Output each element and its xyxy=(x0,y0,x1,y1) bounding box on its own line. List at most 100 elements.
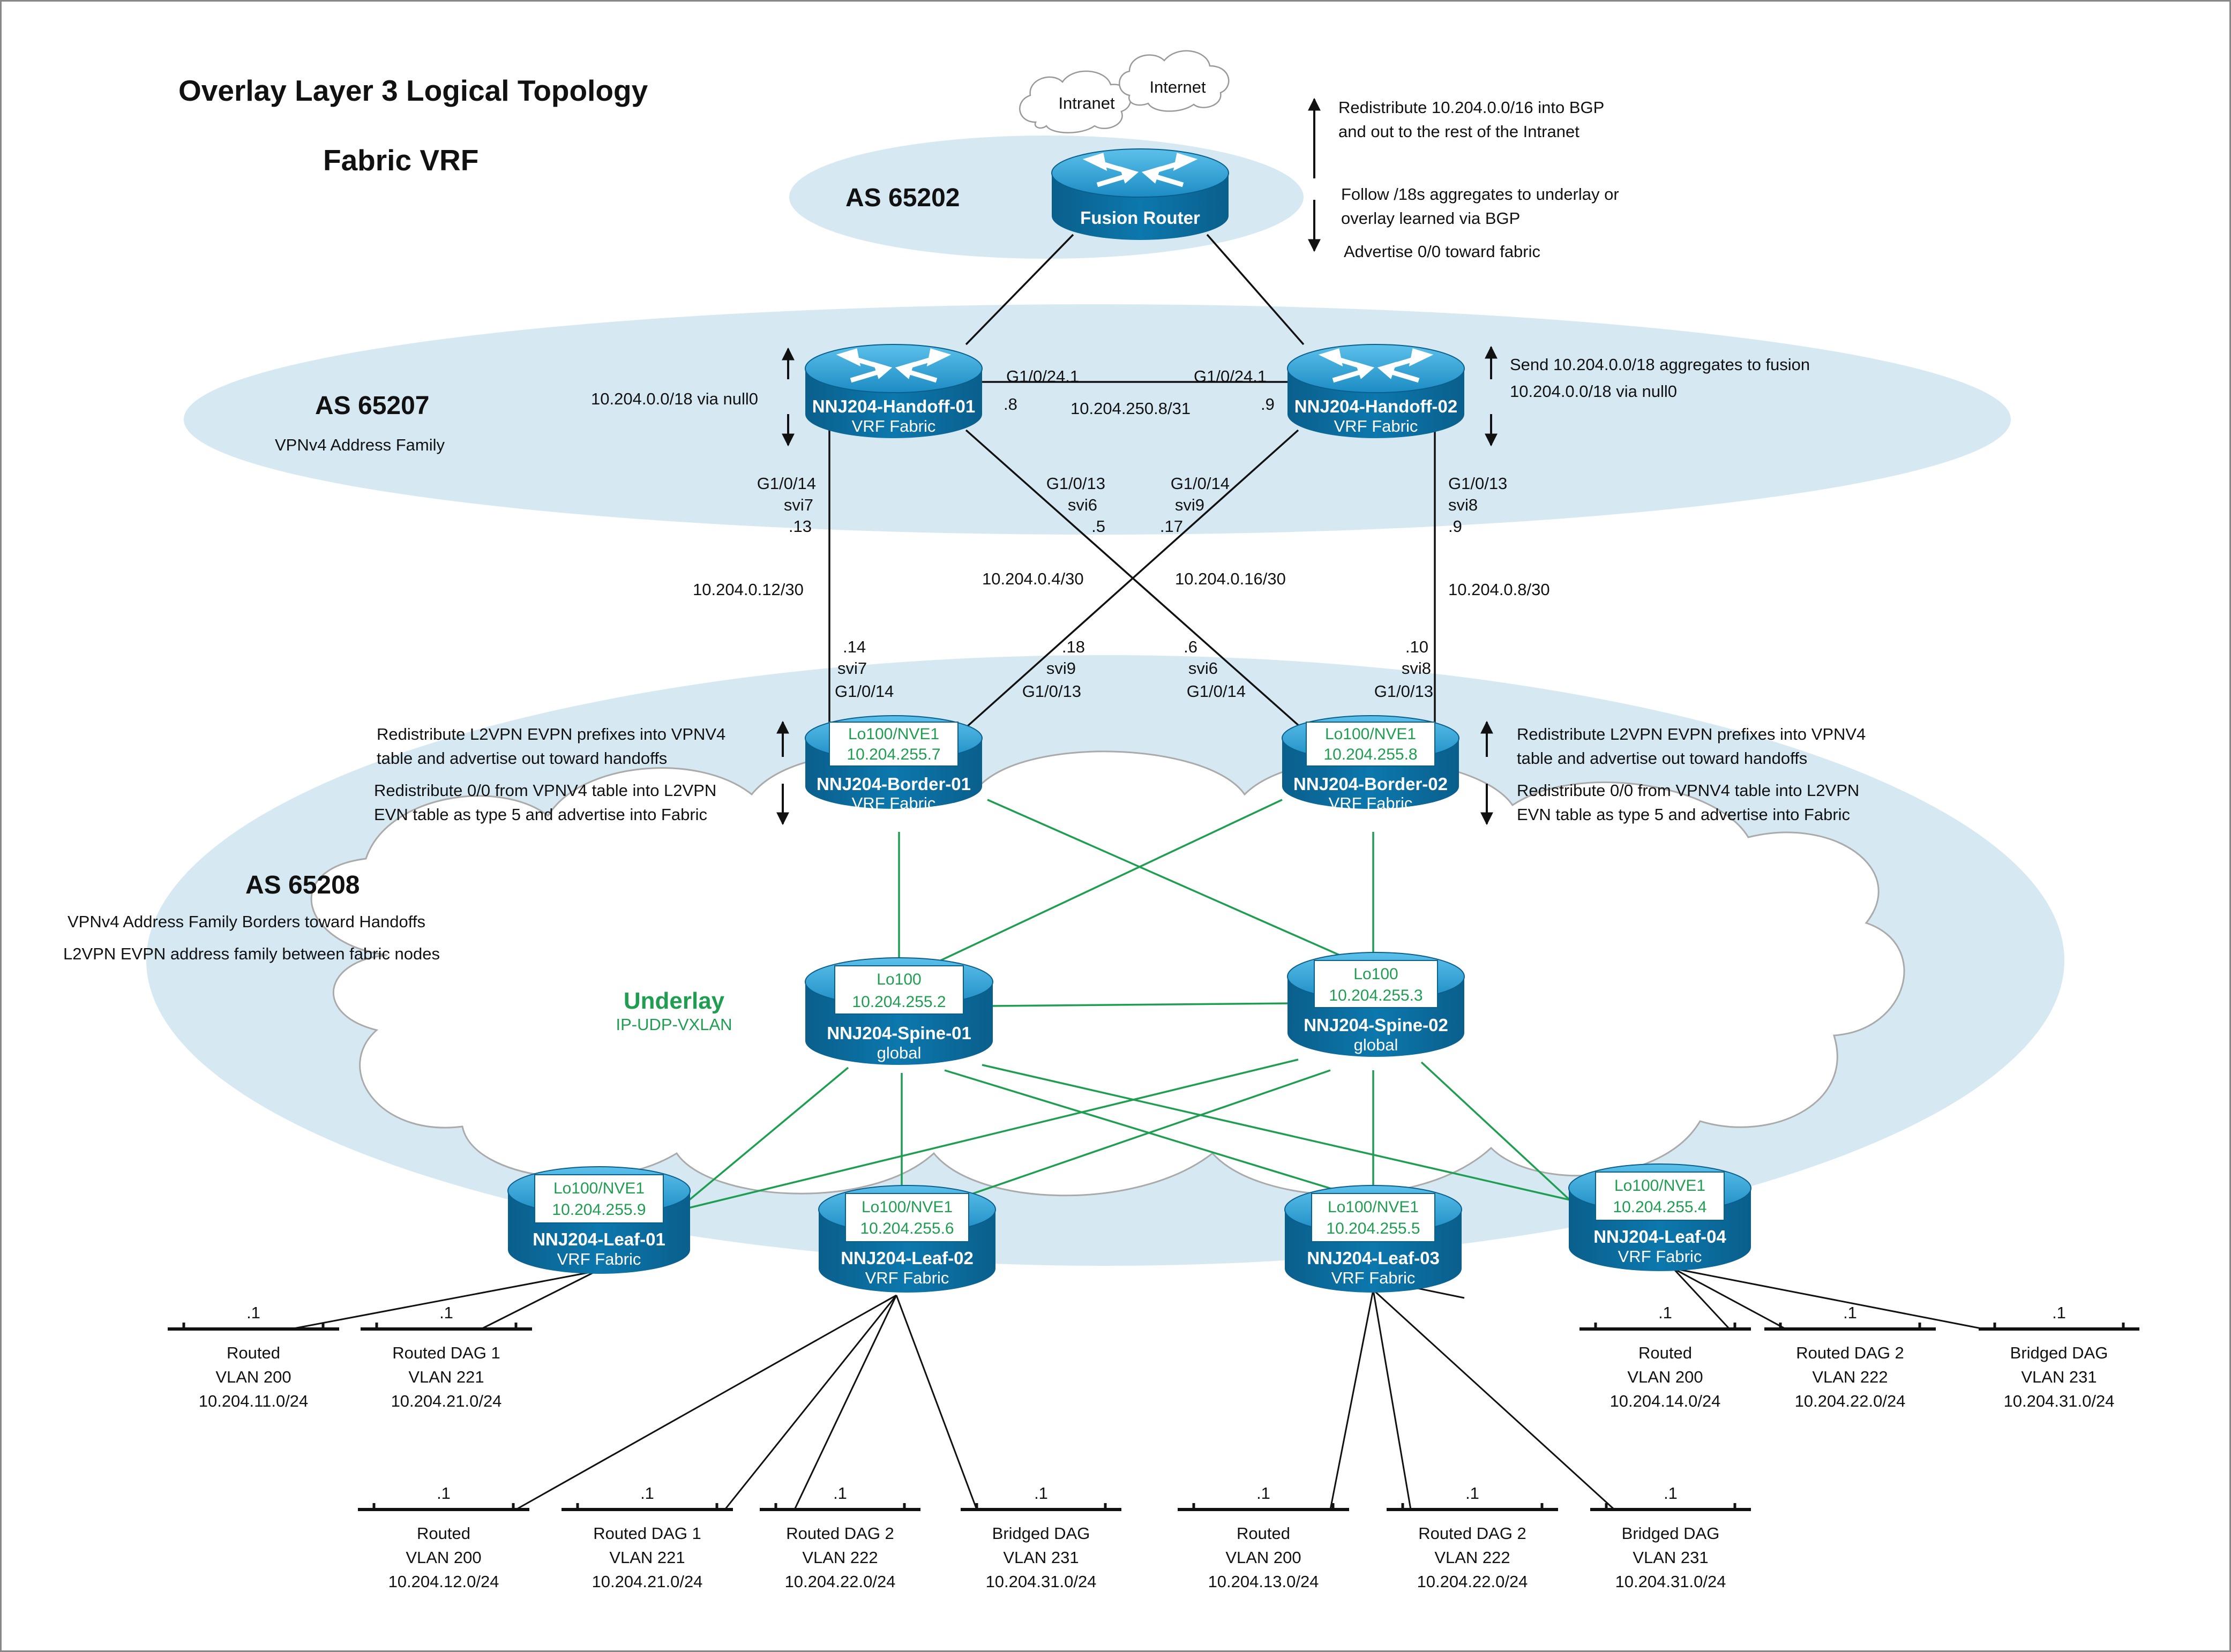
spine-01[interactable]: Lo100 10.204.255.2 NNJ204-Spine-01 globa… xyxy=(805,957,993,1065)
subnet-gateway-ip: .1 xyxy=(1843,1303,1857,1322)
subnet-vlan: VLAN 231 xyxy=(1633,1548,1708,1567)
subnet-type: Routed xyxy=(1638,1343,1692,1362)
b2-h1-bot-labels: .6 svi6 G1/0/14 xyxy=(1184,637,1246,701)
b1-h1-ip: .14 xyxy=(843,637,866,656)
spine-02[interactable]: Lo100 10.204.255.3 NNJ204-Spine-02 globa… xyxy=(1287,952,1465,1057)
subnet-gateway-ip: .1 xyxy=(640,1484,654,1503)
h2-b1-svi: svi9 xyxy=(1175,495,1204,514)
h2-b2-port: G1/0/13 xyxy=(1448,474,1507,493)
net-h1-b1: 10.204.0.12/30 xyxy=(693,580,804,599)
border2-note-4: EVN table as type 5 and advertise into F… xyxy=(1517,805,1850,824)
leaf-01[interactable]: Lo100/NVE1 10.204.255.9 NNJ204-Leaf-01 V… xyxy=(507,1166,691,1274)
subnet-type: Routed DAG 2 xyxy=(1796,1343,1904,1362)
leaf-03-loopback-box xyxy=(1311,1193,1435,1242)
h2-link-port: G1/0/24.1 xyxy=(1194,367,1267,386)
border-02-lo-name: Lo100/NVE1 xyxy=(1325,725,1416,743)
subnet-vlan: VLAN 200 xyxy=(1627,1368,1703,1386)
subnet-type: Routed DAG 2 xyxy=(1418,1524,1526,1543)
fusion-note-down-1: Follow /18s aggregates to underlay or xyxy=(1341,185,1619,204)
leaf-03[interactable]: Lo100/NVE1 10.204.255.5 NNJ204-Leaf-03 V… xyxy=(1284,1185,1462,1293)
as65207-desc: VPNv4 Address Family xyxy=(275,435,445,454)
h1-b2-top-labels: G1/0/13 svi6 .5 xyxy=(1046,474,1105,536)
leaf-02-lo-ip: 10.204.255.6 xyxy=(860,1220,954,1237)
border-01-lo-name: Lo100/NVE1 xyxy=(848,725,939,743)
h2-b2-top-labels: G1/0/13 svi8 .9 xyxy=(1448,474,1507,536)
subnet-prefix: 10.204.22.0/24 xyxy=(785,1572,896,1591)
b2-h2-bot-labels: .10 svi8 G1/0/13 xyxy=(1374,637,1433,701)
subnet-gateway-ip: .1 xyxy=(1658,1303,1672,1322)
underlay-links xyxy=(682,799,1577,1211)
subnet-prefix: 10.204.31.0/24 xyxy=(2004,1392,2115,1410)
direction-arrows xyxy=(776,97,1498,825)
handoff-01[interactable]: NNJ204-Handoff-01 VRF Fabric xyxy=(805,344,983,438)
h2-b1-port: G1/0/14 xyxy=(1171,474,1230,493)
link-s1-s2 xyxy=(990,1002,1293,1007)
spine-02-name: NNJ204-Spine-02 xyxy=(1304,1015,1448,1035)
border-01[interactable]: Lo100/NVE1 10.204.255.7 NNJ204-Border-01… xyxy=(805,715,983,813)
subnet-prefix: 10.204.21.0/24 xyxy=(592,1572,703,1591)
link-s1-l4 xyxy=(982,1064,1577,1203)
leaf-01-name: NNJ204-Leaf-01 xyxy=(533,1229,665,1249)
diagram-subtitle: Fabric VRF xyxy=(323,144,478,177)
h2-b2-ip: .9 xyxy=(1448,517,1462,536)
subnet-prefix: 10.204.22.0/24 xyxy=(1417,1572,1528,1591)
border-02[interactable]: Lo100/NVE1 10.204.255.8 NNJ204-Border-02… xyxy=(1282,715,1459,813)
internet-cloud xyxy=(1119,50,1230,112)
spine-02-lo-ip: 10.204.255.3 xyxy=(1329,987,1423,1004)
border-02-lo-ip: 10.204.255.8 xyxy=(1323,746,1417,763)
h1-b1-ip: .13 xyxy=(789,517,812,536)
fusion-router[interactable]: Fusion Router xyxy=(1051,148,1229,240)
h1-b2-ip: .5 xyxy=(1091,517,1105,536)
leaf-03-name: NNJ204-Leaf-03 xyxy=(1307,1248,1440,1268)
b2-h2-port: G1/0/13 xyxy=(1374,682,1433,701)
b1-h1-bot-labels: .14 svi7 G1/0/14 xyxy=(835,637,894,701)
link-s2-l4 xyxy=(1420,1061,1573,1203)
leaf-02[interactable]: Lo100/NVE1 10.204.255.6 NNJ204-Leaf-02 V… xyxy=(818,1185,996,1293)
access-links xyxy=(290,1267,1985,1511)
leaf-03-vrf: VRF Fabric xyxy=(1331,1268,1416,1287)
border-01-vrf: VRF Fabric xyxy=(852,794,936,813)
link-h2-b1 xyxy=(965,429,1299,729)
subnet-gateway-ip: .1 xyxy=(437,1484,451,1503)
subnet-type: Routed xyxy=(227,1343,280,1362)
subnet-prefix: 10.204.21.0/24 xyxy=(391,1392,502,1410)
leaf-04-lo-ip: 10.204.255.4 xyxy=(1613,1198,1706,1216)
subnet-vlan: VLAN 200 xyxy=(406,1548,481,1567)
leaf-02-loopback-box xyxy=(845,1193,969,1242)
handoff-02[interactable]: NNJ204-Handoff-02 VRF Fabric xyxy=(1287,344,1465,438)
b1-h1-port: G1/0/14 xyxy=(835,682,894,701)
subnet-prefix: 10.204.11.0/24 xyxy=(199,1392,309,1410)
border2-note-1: Redistribute L2VPN EVPN prefixes into VP… xyxy=(1517,725,1866,744)
subnet-vlan: VLAN 231 xyxy=(2021,1368,2097,1386)
handoff-01-name: NNJ204-Handoff-01 xyxy=(812,396,975,416)
underlay-label: Underlay xyxy=(624,988,725,1014)
net-h2-b1: 10.204.0.16/30 xyxy=(1175,569,1286,588)
border-01-lo-ip: 10.204.255.7 xyxy=(847,746,940,763)
fusion-router-name: Fusion Router xyxy=(1080,208,1200,228)
subnet-vlan: VLAN 200 xyxy=(215,1368,291,1386)
leaf-04-vrf: VRF Fabric xyxy=(1618,1247,1702,1266)
border-01-loopback-box xyxy=(829,722,959,767)
subnet-vlan: VLAN 222 xyxy=(1812,1368,1888,1386)
as65202-label: AS 65202 xyxy=(845,184,960,212)
h1-b1-port: G1/0/14 xyxy=(757,474,816,493)
router-arrows-icon xyxy=(836,348,952,383)
leaf-03-lo-name: Lo100/NVE1 xyxy=(1328,1198,1419,1216)
subnet-gateway-ip: .1 xyxy=(1034,1484,1048,1503)
spine-02-scope: global xyxy=(1354,1035,1398,1054)
h2-b1-ip: .17 xyxy=(1160,517,1183,536)
underlay-desc: IP-UDP-VXLAN xyxy=(616,1015,732,1034)
subnet-gateway-ip: .1 xyxy=(246,1303,260,1322)
leaf-04[interactable]: Lo100/NVE1 10.204.255.4 NNJ204-Leaf-04 V… xyxy=(1568,1163,1751,1271)
subnet-prefix: 10.204.31.0/24 xyxy=(1615,1572,1726,1591)
b1-h2-port: G1/0/13 xyxy=(1022,682,1081,701)
link-s2-l1 xyxy=(682,1058,1299,1211)
h2-link-ip: .9 xyxy=(1261,395,1275,414)
